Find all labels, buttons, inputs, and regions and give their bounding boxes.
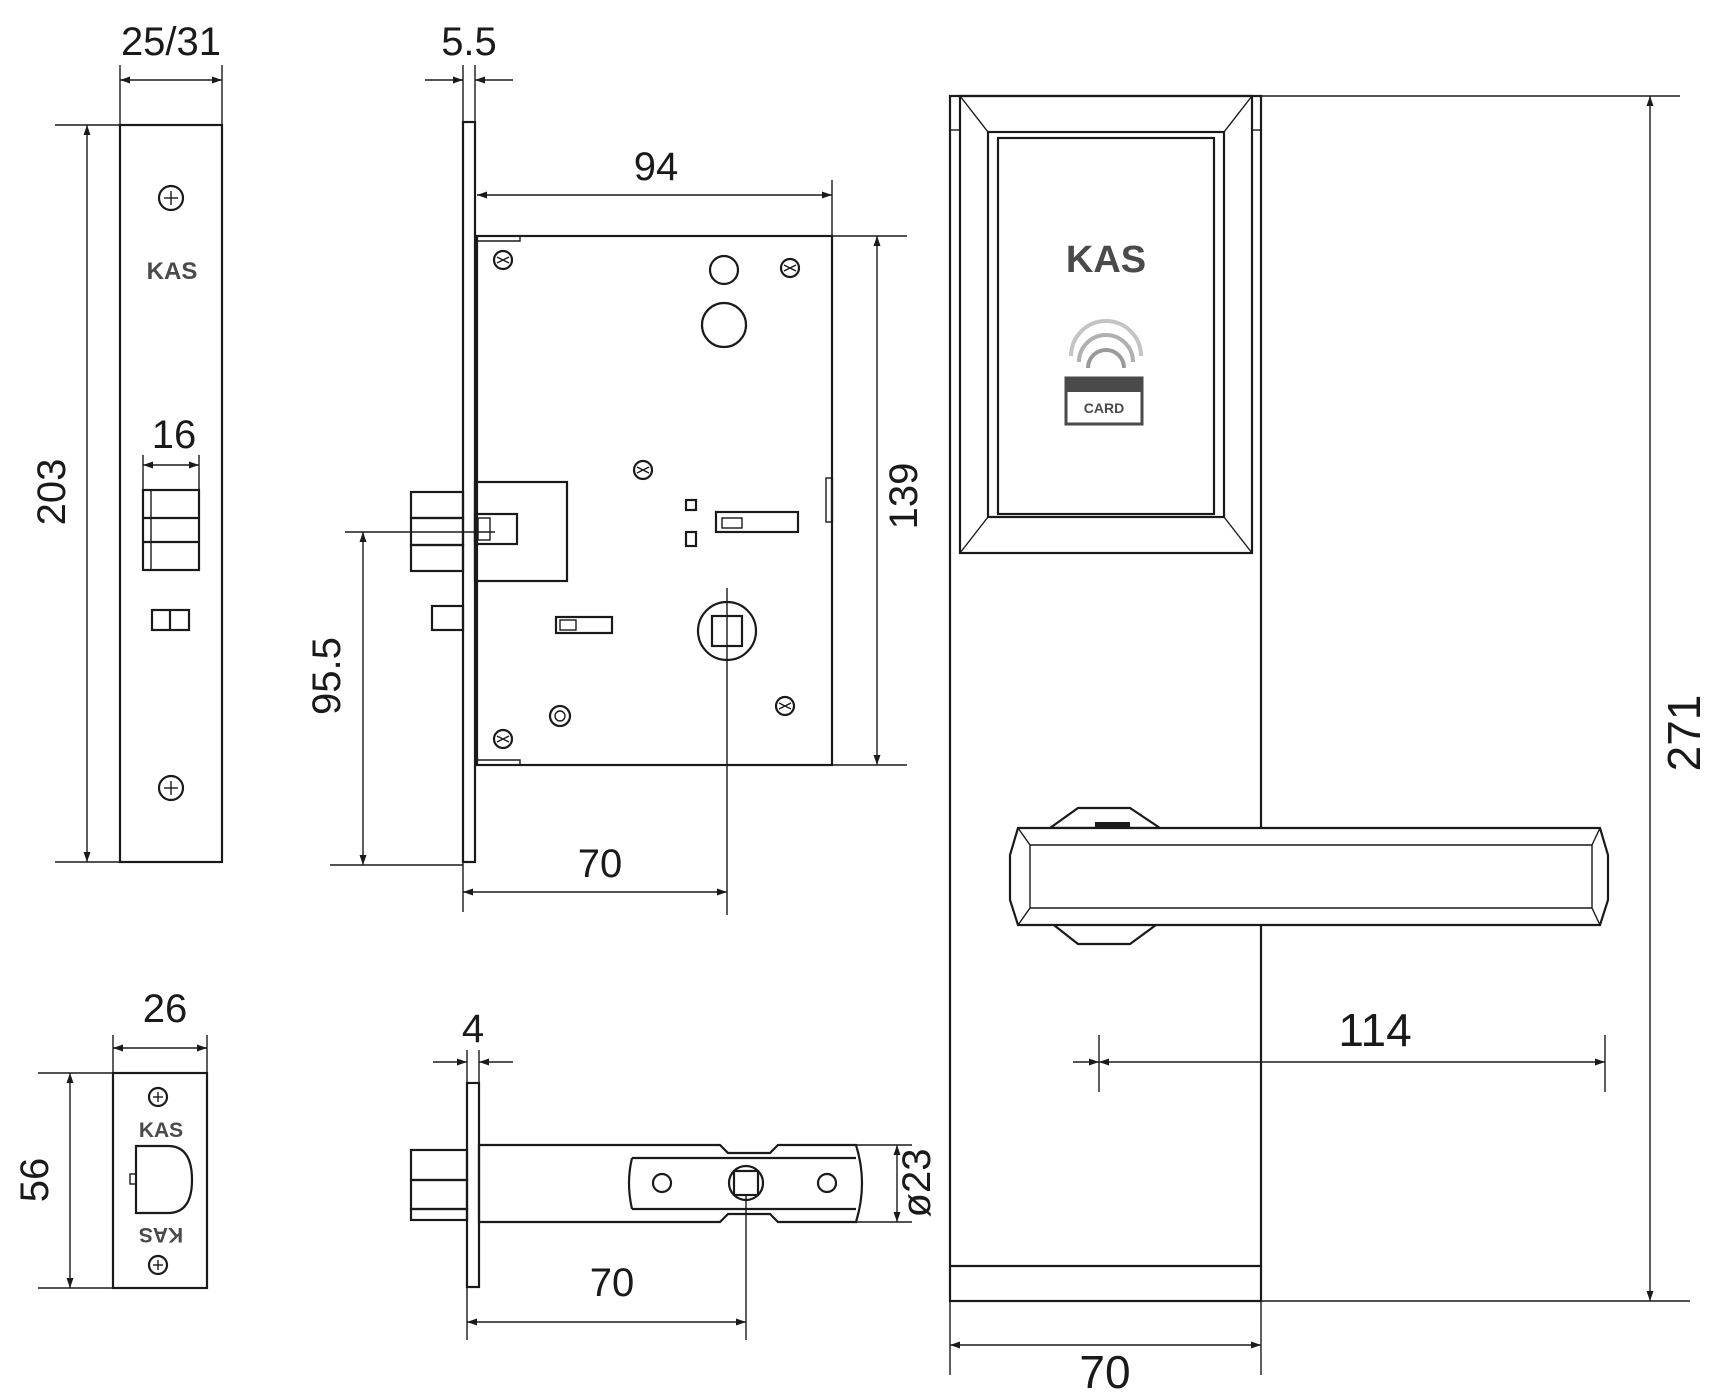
dim-label: 56 bbox=[13, 1158, 57, 1203]
dim-label: 95.5 bbox=[305, 637, 349, 715]
dim-label: 139 bbox=[882, 463, 926, 530]
dim-latch-backset: 70 bbox=[466, 1261, 746, 1340]
dim-bolt-width: 16 bbox=[142, 413, 200, 490]
lever-handle bbox=[1008, 806, 1610, 946]
dim-faceplate-height: 203 bbox=[30, 124, 120, 863]
dim-label: 70 bbox=[590, 1261, 635, 1305]
dim-label: 5.5 bbox=[441, 20, 497, 64]
bolt-slot bbox=[141, 488, 201, 572]
mortise-lock-body bbox=[345, 120, 834, 915]
dim-latch-diameter: ø23 bbox=[856, 1144, 939, 1223]
screw-icon bbox=[492, 249, 514, 271]
dim-label: 25/31 bbox=[121, 20, 221, 64]
screw-icon bbox=[779, 257, 801, 279]
dim-escutcheon-height: 271 bbox=[1261, 95, 1710, 1302]
strike-brand-logo-inverted: KAS bbox=[139, 1223, 183, 1246]
nfc-wave-icon bbox=[1069, 319, 1143, 369]
dim-label: 70 bbox=[1079, 1346, 1130, 1393]
dim-escutcheon-width: 70 bbox=[949, 1301, 1262, 1393]
screw-icon bbox=[157, 774, 185, 802]
card-reader-module: KAS CARD bbox=[958, 94, 1254, 555]
tubular-latch bbox=[409, 1081, 864, 1340]
screw-icon bbox=[774, 695, 796, 717]
dim-backset-height: 95.5 bbox=[305, 532, 463, 866]
dim-label: 70 bbox=[578, 842, 623, 886]
mortise-faceplate: KAS bbox=[118, 123, 224, 864]
deadbolt bbox=[345, 480, 569, 583]
dim-faceplate-width: 25/31 bbox=[119, 20, 223, 125]
dim-latch-faceplate-thickness: 4 bbox=[433, 1007, 513, 1083]
dim-case-depth: 94 bbox=[477, 145, 833, 236]
dim-strike-height: 56 bbox=[13, 1072, 113, 1289]
screw-icon bbox=[492, 728, 514, 750]
dim-label: 203 bbox=[30, 459, 74, 526]
reader-brand-logo: KAS bbox=[1066, 239, 1146, 281]
dim-label: 114 bbox=[1338, 1004, 1411, 1056]
dim-faceplate-thickness: 5.5 bbox=[425, 20, 513, 122]
dim-label: ø23 bbox=[895, 1149, 939, 1218]
escutcheon-plate: KAS CARD bbox=[948, 94, 1263, 1303]
faceplate-brand-logo: KAS bbox=[147, 258, 198, 285]
screw-icon bbox=[157, 184, 185, 212]
dim-case-height: 139 bbox=[832, 235, 926, 766]
strike-brand-logo: KAS bbox=[139, 1119, 183, 1142]
strike-plate: KAS KAS bbox=[111, 1071, 209, 1290]
screw-icon bbox=[147, 1254, 169, 1276]
dim-label: 26 bbox=[143, 987, 188, 1031]
dim-label: 16 bbox=[152, 413, 197, 457]
spindle-hub bbox=[696, 588, 758, 915]
screw-icon bbox=[147, 1086, 169, 1108]
dim-strike-width: 26 bbox=[112, 987, 208, 1073]
dim-label: 4 bbox=[462, 1007, 484, 1051]
dim-label: 271 bbox=[1658, 695, 1710, 772]
screw-icon bbox=[632, 459, 654, 481]
card-slot-icon: CARD bbox=[1064, 376, 1144, 426]
dim-handle-length: 114 bbox=[1073, 1004, 1606, 1092]
latch-slot bbox=[150, 608, 191, 632]
dim-backset: 70 bbox=[462, 842, 727, 912]
card-slot-label: CARD bbox=[1084, 400, 1124, 416]
dim-label: 94 bbox=[634, 145, 679, 189]
